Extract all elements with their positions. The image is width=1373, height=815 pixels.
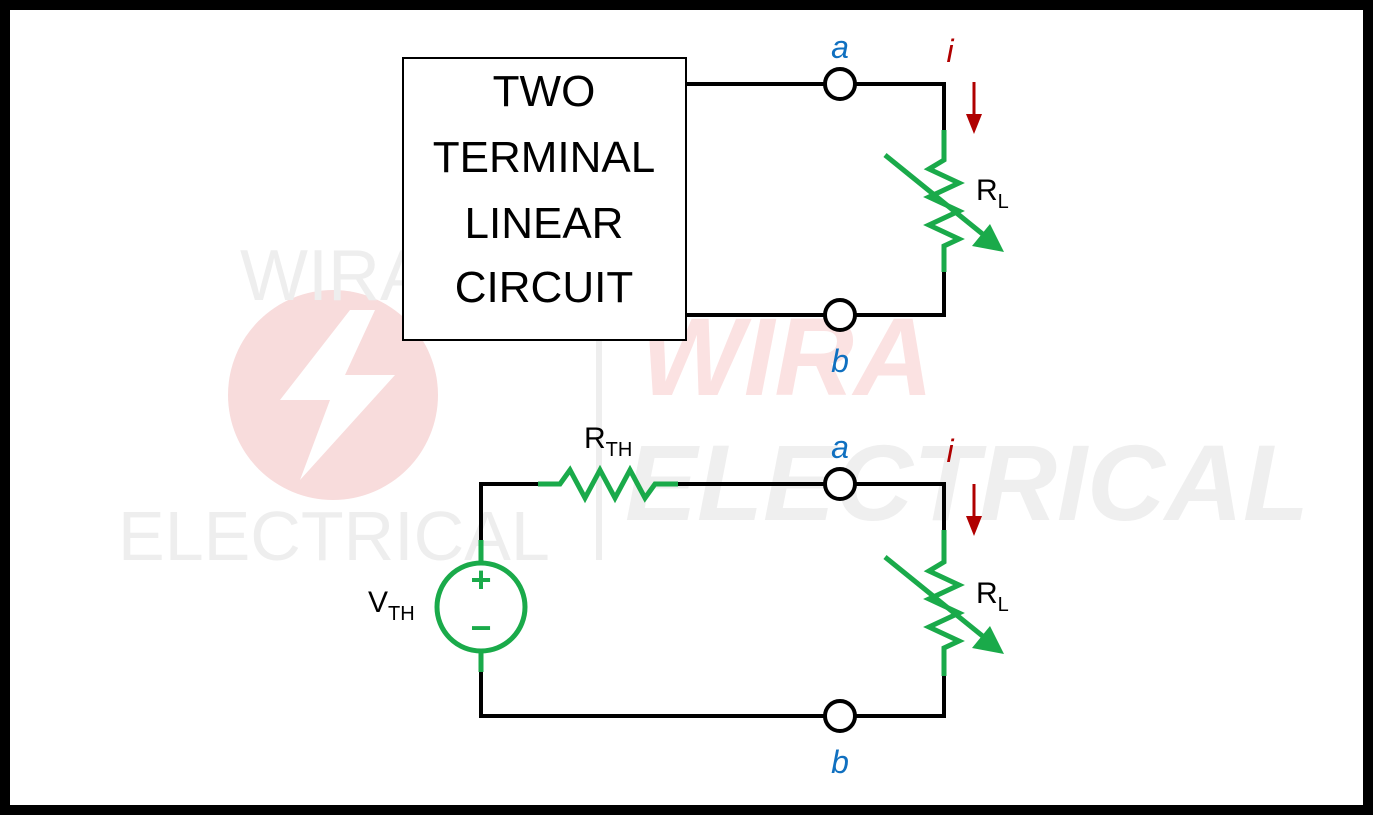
box-line-3: LINEAR [465,199,624,248]
top-variable-arrow-icon [972,224,1004,252]
bottom-wire-b-right [856,676,946,718]
top-wire-b-right [856,272,946,317]
box-line-1: TWO [493,67,596,116]
source-minus-sign: − [470,607,491,648]
top-load-resistor [883,130,1004,272]
top-terminal-a [823,67,857,101]
thevenin-resistor-label: RTH [584,422,632,461]
top-wire-a-right [856,82,946,130]
bottom-load-resistor-label: RL [976,577,1009,616]
thevenin-source: + − [434,540,528,672]
bottom-load-resistor [883,530,1004,676]
box-line-2: TERMINAL [433,133,655,182]
top-terminal-b [823,298,857,332]
source-plus-sign: + [470,559,491,600]
bottom-wire-a-right [856,482,946,530]
bottom-variable-arrow-icon [972,626,1004,654]
top-current-arrow-icon [966,114,982,134]
top-terminal-b-label: b [831,343,849,379]
watermark-word1-small: WIRA [240,236,428,316]
watermark: WIRA ELECTRICAL WIRA ELECTRICAL [118,236,1309,575]
thevenin-resistor [538,464,678,504]
bottom-circuit: RTH + − VTH a b i RL [368,422,1009,780]
bottom-current-label: i [946,433,954,469]
bottom-variable-arrow-shaft [883,555,987,640]
bottom-wire-left-bottom [479,672,824,718]
thevenin-source-label: VTH [368,586,415,625]
top-variable-arrow-shaft [883,153,987,238]
watermark-bolt-icon [280,310,395,480]
bottom-terminal-b-label: b [831,744,849,780]
bottom-current-arrow-icon [966,516,982,536]
bottom-wire-left-top [479,482,538,540]
top-terminal-a-label: a [831,29,849,65]
bottom-terminal-a-label: a [831,429,849,465]
linear-circuit-box [402,57,687,341]
watermark-divider [596,340,602,560]
bottom-terminal-a [823,467,857,501]
top-load-resistor-label: RL [976,174,1009,213]
top-circuit: TWO TERMINAL LINEAR CIRCUIT a b i RL [402,29,1009,379]
bottom-terminal-b [823,699,857,733]
box-line-4: CIRCUIT [455,263,633,312]
top-current-label: i [946,33,954,69]
voltage-source-circle [434,560,528,654]
